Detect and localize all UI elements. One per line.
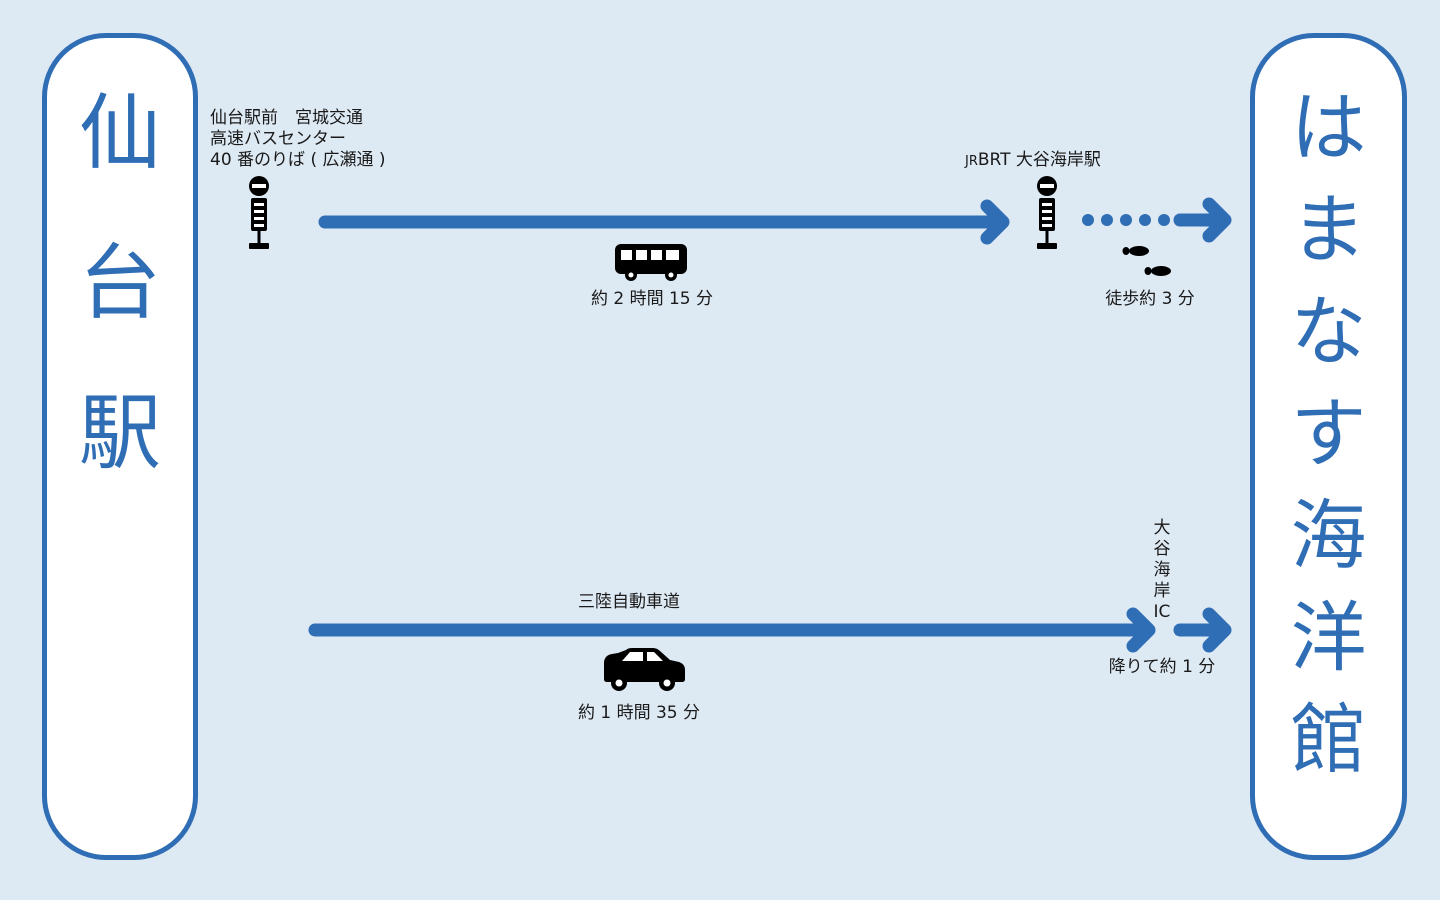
destination-name-char: す <box>1290 389 1367 478</box>
exit-ic-char: IC <box>1153 602 1171 622</box>
bus-duration: 約 2 時間 15 分 <box>590 289 714 309</box>
exit-ic-char: 大 <box>1153 518 1171 538</box>
origin-station-name: 仙 台 駅 <box>47 93 193 543</box>
destination-name-char: 洋 <box>1290 593 1367 682</box>
destination-name-char: な <box>1290 287 1367 376</box>
exit-ic-char: 岸 <box>1153 581 1171 601</box>
destination-panel: は ま な す 海 洋 館 <box>1250 33 1407 860</box>
car-icon <box>604 648 685 691</box>
walk-route-arrow <box>1082 197 1232 243</box>
bus-icon <box>615 244 687 281</box>
transfer-stop-name: BRT 大谷海岸駅 <box>977 150 1101 170</box>
walk-duration: 徒歩約 3 分 <box>1105 289 1195 309</box>
destination-name-char: ま <box>1290 185 1367 274</box>
bus-route-arrow <box>318 199 1010 245</box>
origin-station-panel: 仙 台 駅 <box>42 33 198 860</box>
start-stop-label: 仙台駅前 宮城交通 高速バスセンター 40 番のりば ( 広瀬通 ) <box>210 108 386 171</box>
start-stop-line: 40 番のりば ( 広瀬通 ) <box>210 150 386 170</box>
exit-ic-char: 谷 <box>1153 539 1171 559</box>
start-stop-line: 高速バスセンター <box>210 129 346 149</box>
destination-name-char: は <box>1290 83 1367 172</box>
bus-stop-icon <box>249 176 269 249</box>
origin-name-char: 台 <box>78 236 161 331</box>
destination-name: は ま な す 海 洋 館 <box>1255 90 1402 804</box>
bus-stop-icon <box>1037 176 1057 249</box>
exit-route-arrow <box>1173 607 1232 653</box>
transfer-stop-prefix: JR <box>965 154 978 169</box>
exit-ic-label: 大 谷 海 岸 IC <box>1145 518 1179 623</box>
car-route-arrow <box>308 607 1156 653</box>
road-name: 三陸自動車道 <box>578 592 680 612</box>
destination-name-char: 館 <box>1290 695 1367 784</box>
destination-name-char: 海 <box>1290 491 1367 580</box>
exit-duration: 降りて約 1 分 <box>1108 657 1216 677</box>
car-duration: 約 1 時間 35 分 <box>577 703 701 723</box>
start-stop-line: 仙台駅前 宮城交通 <box>210 108 363 128</box>
footprints-icon <box>1122 246 1171 276</box>
exit-ic-char: 海 <box>1153 560 1171 580</box>
origin-name-char: 仙 <box>78 86 161 181</box>
transfer-stop-label: JRBRT 大谷海岸駅 <box>965 150 1101 172</box>
origin-name-char: 駅 <box>78 386 161 481</box>
